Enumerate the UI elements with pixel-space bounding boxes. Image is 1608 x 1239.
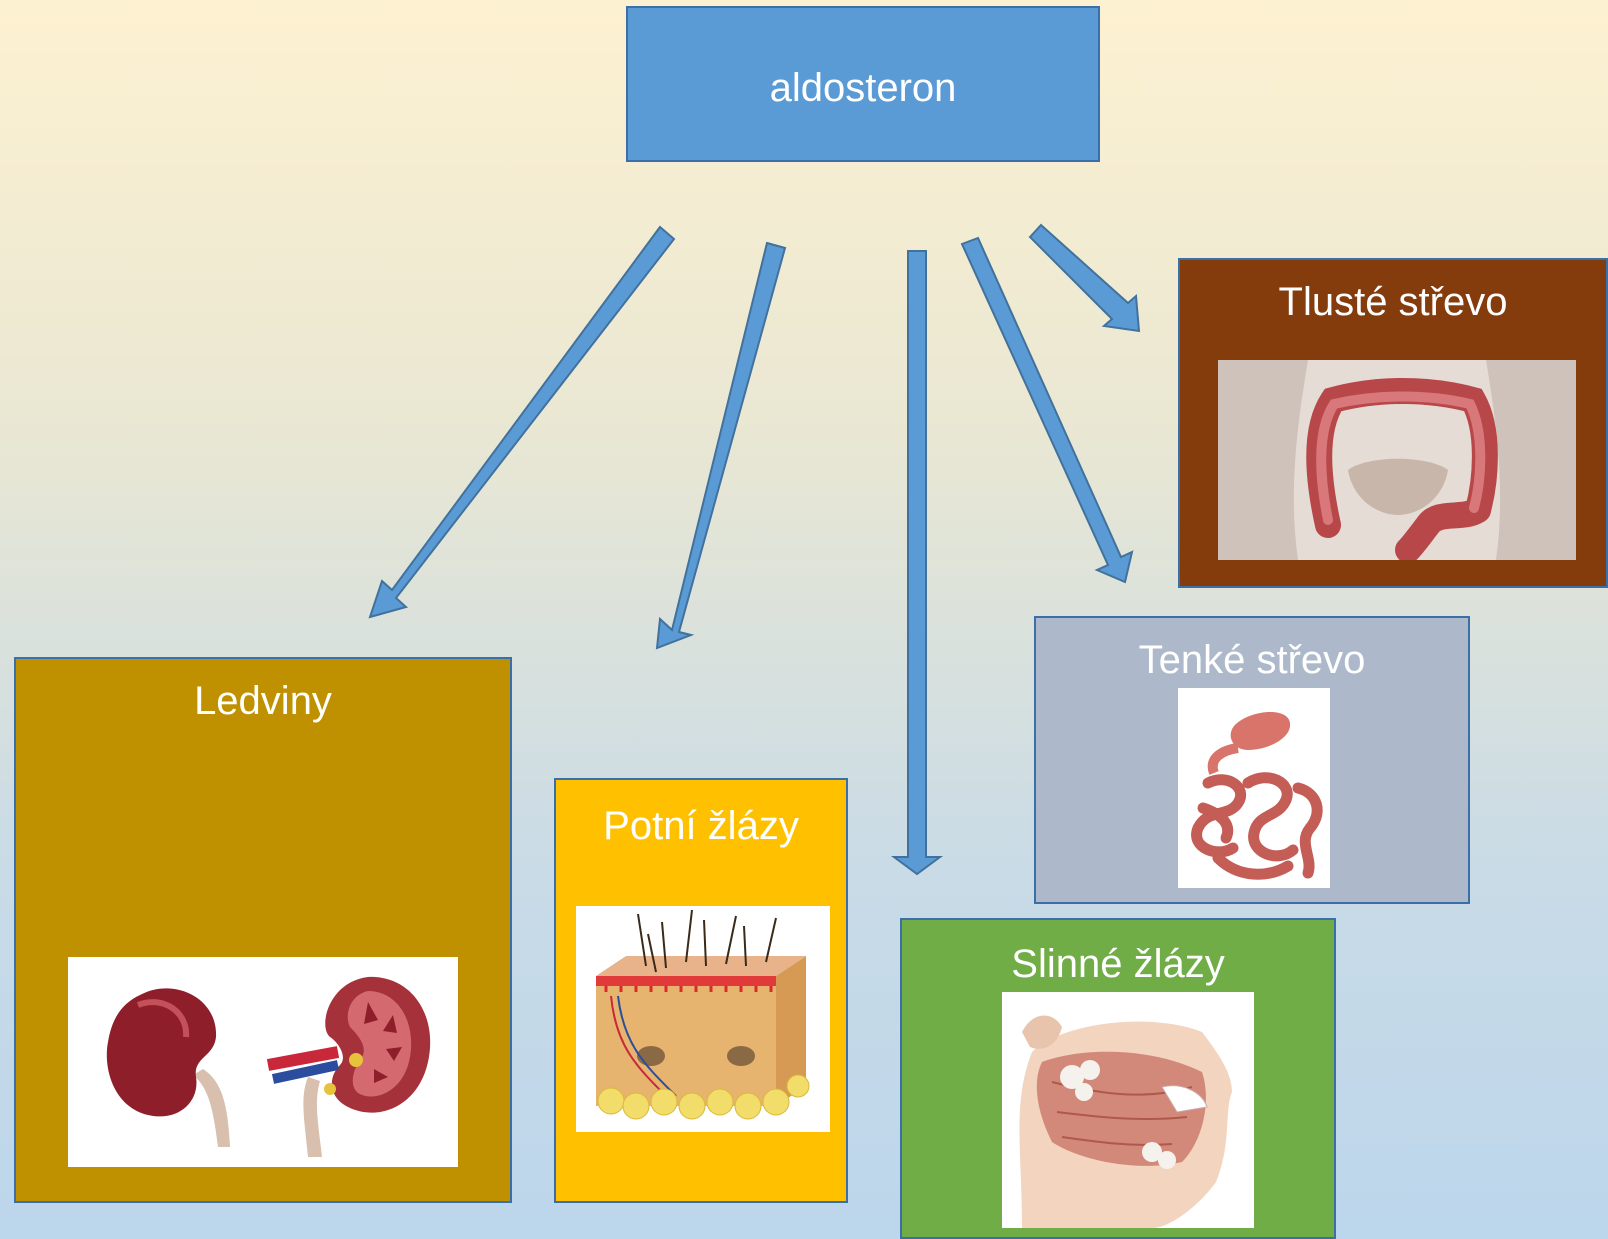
arrow-to-kidney [370, 227, 674, 617]
arrow-to-large-intestine [1030, 225, 1139, 331]
aldosterone-box: aldosteron [626, 6, 1100, 162]
kidney-label: Ledviny [16, 681, 510, 721]
skin-cross-section-icon [576, 906, 830, 1132]
sweat-glands-box: Potní žlázy [554, 778, 848, 1203]
aldosterone-label: aldosteron [628, 68, 1098, 108]
kidney-icon [68, 957, 458, 1167]
arrow-to-salivary-glands [894, 251, 940, 874]
salivary-glands-box: Slinné žlázy [900, 918, 1336, 1239]
small-intestine-box: Tenké střevo [1034, 616, 1470, 904]
small-intestine-icon [1178, 688, 1330, 888]
arrow-to-sweat-glands [657, 243, 785, 648]
sweat-glands-label: Potní žlázy [556, 806, 846, 846]
small-intestine-label: Tenké střevo [1036, 640, 1468, 680]
salivary-glands-label: Slinné žlázy [902, 944, 1334, 984]
salivary-gland-icon [1002, 992, 1254, 1228]
kidney-box: Ledviny [14, 657, 512, 1203]
large-intestine-label: Tlusté střevo [1180, 282, 1606, 322]
large-intestine-box: Tlusté střevo [1178, 258, 1608, 588]
large-intestine-icon [1218, 360, 1576, 560]
